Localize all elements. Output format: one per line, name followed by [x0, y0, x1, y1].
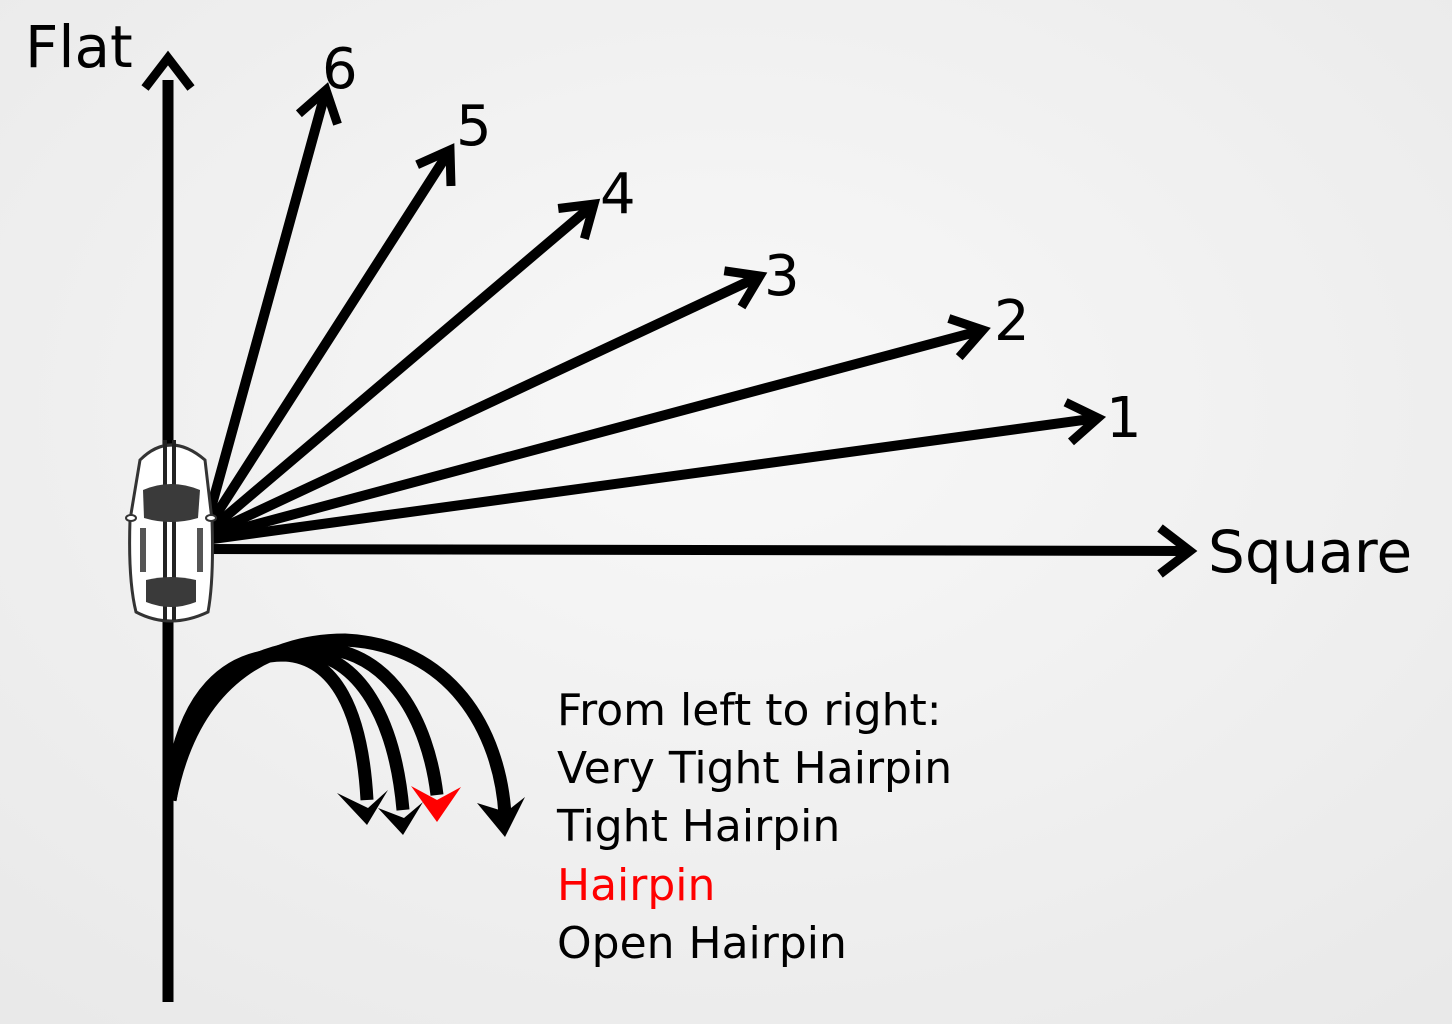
grade-ray-3 — [202, 274, 757, 541]
hairpin-arrowhead — [411, 786, 461, 822]
grade-ray-4 — [201, 204, 593, 538]
legend-item-tight-hairpin: Tight Hairpin — [556, 801, 840, 852]
square-label: Square — [1208, 518, 1412, 586]
hairpin-legend: From left to right: Very Tight Hairpin T… — [556, 685, 952, 969]
grade-label-6: 6 — [322, 37, 358, 102]
legend-item-very-tight-hairpin: Very Tight Hairpin — [557, 743, 952, 794]
grade-ray-6-arrowhead — [295, 82, 342, 126]
grade-label-1: 1 — [1106, 386, 1142, 451]
legend-item-hairpin: Hairpin — [557, 860, 715, 911]
tight-hairpin-arrowhead — [378, 802, 423, 835]
grade-ray-5-arrowhead — [415, 143, 456, 187]
legend-heading: From left to right: — [557, 685, 942, 736]
grade-ray-6 — [200, 94, 330, 532]
corner-grade-rays — [200, 82, 1107, 545]
open-hairpin-arrowhead — [477, 797, 525, 837]
grade-ray-2-arrowhead — [947, 314, 991, 361]
hairpin-curves — [163, 633, 525, 837]
car-icon — [125, 440, 217, 623]
grade-ray-4-arrowhead — [557, 198, 601, 240]
open-hairpin-curve — [163, 633, 512, 816]
grade-label-5: 5 — [456, 94, 492, 159]
grade-label-4: 4 — [600, 162, 636, 227]
grade-label-2: 2 — [994, 289, 1030, 354]
grade-ray-1 — [204, 413, 1093, 545]
grade-ray-3-arrowhead — [723, 266, 768, 310]
grade-ray-2 — [203, 326, 979, 543]
square-axis — [204, 524, 1198, 578]
grade-ray-5 — [200, 152, 452, 535]
legend-item-open-hairpin: Open Hairpin — [557, 918, 847, 969]
grade-ray-1-arrowhead — [1063, 398, 1107, 446]
flat-label: Flat — [25, 13, 133, 81]
grade-label-3: 3 — [764, 244, 800, 309]
very-tight-hairpin-arrowhead — [337, 790, 388, 825]
